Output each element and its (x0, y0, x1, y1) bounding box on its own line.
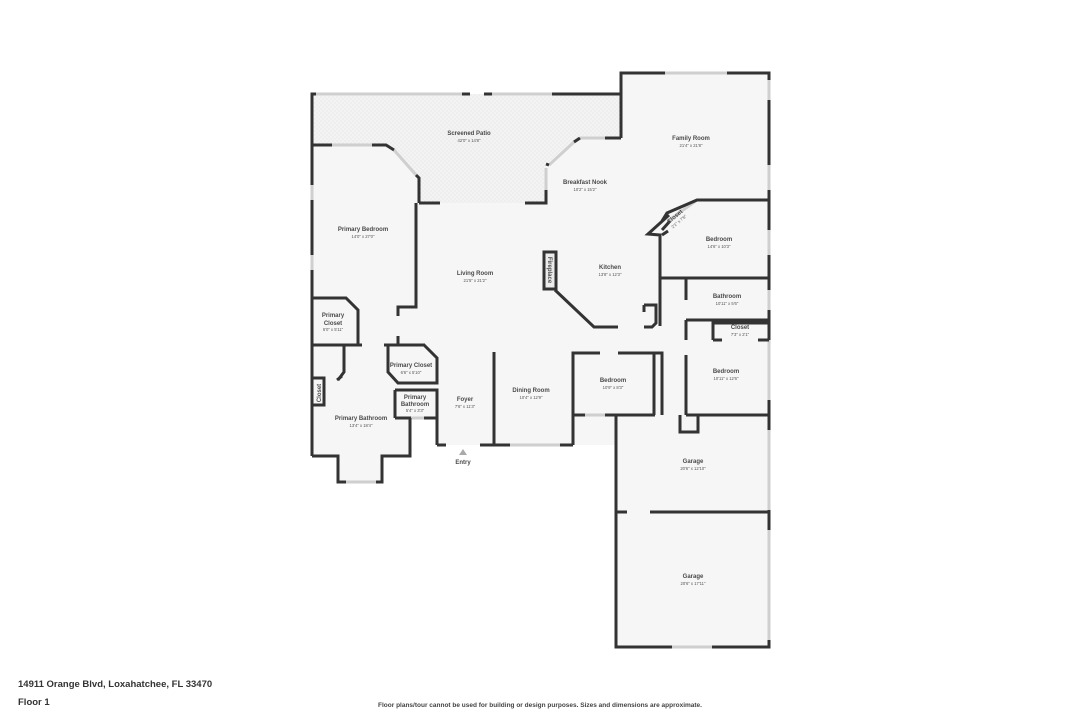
room-name: Breakfast Nook (563, 180, 608, 186)
floor-label: Floor 1 (18, 697, 50, 708)
room-name: Closet (731, 325, 749, 331)
room-name: Primary Closet (390, 363, 432, 369)
room-name: Living Room (457, 271, 493, 277)
room-dims: 21'4" x 21'8" (680, 143, 703, 148)
property-address: 14911 Orange Blvd, Loxahatchee, FL 33470 (18, 679, 213, 690)
room-dims: 13'4" x 18'4" (350, 423, 373, 428)
room-dims: 42'0" x 14'8" (458, 138, 481, 143)
room-dims: 10'2" x 15'2" (574, 187, 597, 192)
room-name: Bathroom (713, 294, 741, 300)
room-name: Closet (317, 384, 323, 402)
windows (310, 71, 771, 649)
room-name: Closet (324, 321, 342, 327)
room-dims: 10'4" x 12'9" (520, 395, 543, 400)
walls (310, 71, 771, 649)
room-dims: 6'6" x 5'10" (401, 370, 422, 375)
room-dims: 6'0" x 5'11" (323, 327, 344, 332)
room-name: Bedroom (706, 237, 732, 243)
room-name: Bedroom (600, 378, 626, 384)
room-dims: 7'3" x 2'1" (731, 332, 750, 337)
room-name: Foyer (457, 397, 474, 403)
room-dims: 13'8" x 12'3" (599, 272, 622, 277)
room-name: Primary Bathroom (335, 416, 387, 422)
room-name: Garage (683, 459, 704, 465)
room-name: Family Room (672, 136, 710, 142)
room-name: Kitchen (599, 265, 621, 271)
room-dims: 10'11" x 5'6" (716, 301, 739, 306)
room-dims: 20'6" x 12'10" (680, 466, 706, 471)
entry-arrow-icon (459, 449, 467, 455)
room-name: Primary Bedroom (338, 227, 388, 233)
room-name: Primary (322, 313, 345, 319)
room-dims: 20'6" x 17'11" (681, 581, 706, 586)
floor-fills (312, 73, 769, 647)
room-name: Screened Patio (447, 131, 491, 137)
room-dims: 21'5" x 21'2" (464, 278, 487, 283)
room-name: Dining Room (512, 388, 549, 394)
room-dims: 14'0" x 27'0" (352, 234, 375, 239)
room-dims: 14'6" x 10'3" (708, 244, 731, 249)
room-dims: 7'6" x 11'3" (455, 404, 476, 409)
room-name: Bedroom (713, 369, 739, 375)
entry-label: Entry (455, 460, 471, 466)
disclaimer: Floor plans/tour cannot be used for buil… (378, 702, 702, 709)
room-name: Garage (683, 574, 704, 580)
room-dims: 10'9" x 8'3" (603, 385, 624, 390)
room-labels: Screened Patio 42'0" x 14'8" Family Room… (317, 131, 750, 586)
room-dims: 10'11" x 12'6" (714, 376, 739, 381)
room-dims: 5'4" x 3'3" (406, 408, 425, 413)
room-name: Primary (404, 395, 427, 401)
room-name: Bathroom (401, 402, 429, 408)
room-name: Fireplace (546, 257, 552, 284)
